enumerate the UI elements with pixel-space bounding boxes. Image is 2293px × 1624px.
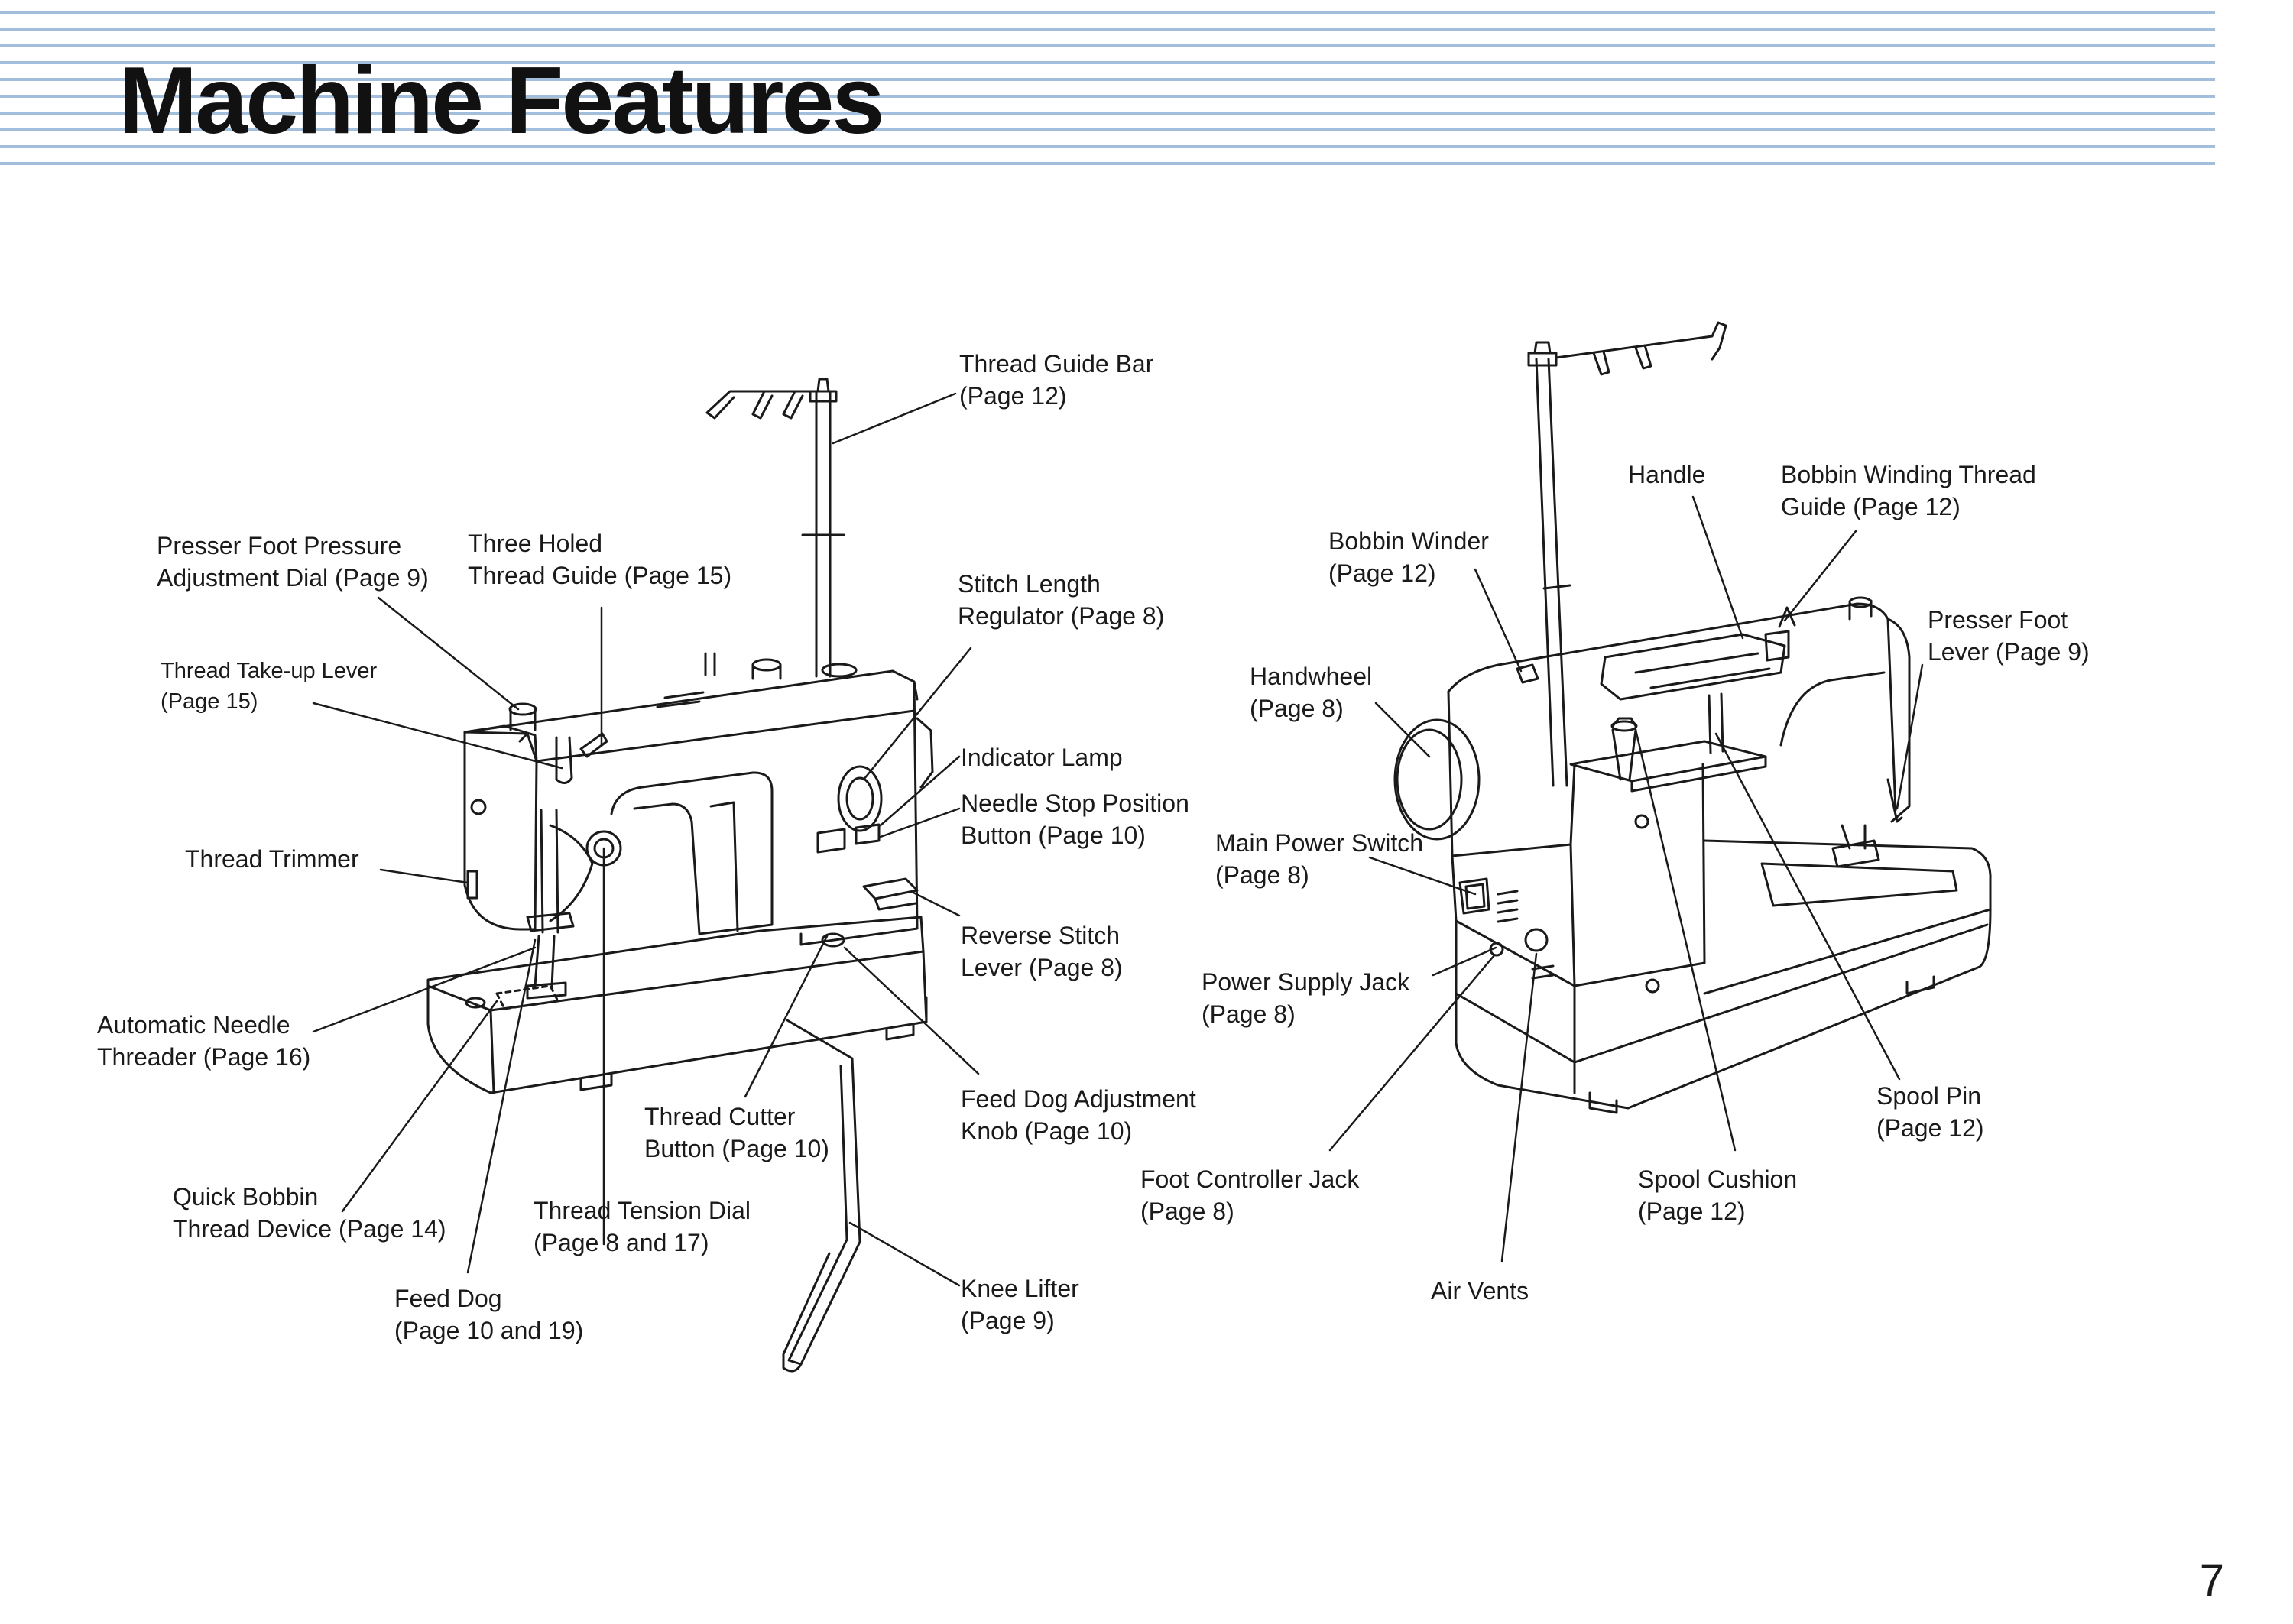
label-air-vents: Air Vents xyxy=(1431,1277,1529,1305)
header-stripe xyxy=(0,28,2215,31)
page-number: 7 xyxy=(2199,1556,2224,1606)
header-stripes xyxy=(0,11,2215,165)
label-thread-trimmer: Thread Trimmer xyxy=(185,845,359,873)
label-handwheel: Handwheel(Page 8) xyxy=(1250,663,1373,722)
leader-lines xyxy=(312,392,1924,1287)
front-machine-illustration xyxy=(426,378,934,1373)
label-spool-pin: Spool Pin(Page 12) xyxy=(1876,1082,1984,1142)
label-handle: Handle xyxy=(1628,461,1706,488)
label-power-supply-jack: Power Supply Jack(Page 8) xyxy=(1202,968,1410,1028)
label-main-power-switch: Main Power Switch(Page 8) xyxy=(1215,829,1424,889)
label-foot-controller-jack: Foot Controller Jack(Page 8) xyxy=(1140,1165,1360,1225)
label-bobbin-winder: Bobbin Winder(Page 12) xyxy=(1328,527,1489,587)
label-feed-dog: Feed Dog(Page 10 and 19) xyxy=(394,1285,584,1344)
label-thread-guide-bar: Thread Guide Bar(Page 12) xyxy=(959,350,1154,410)
header-stripe xyxy=(0,44,2215,47)
rear-machine-illustration xyxy=(1393,321,1992,1114)
header-stripe xyxy=(0,95,2215,98)
header-stripe xyxy=(0,112,2215,115)
label-thread-tension-dial: Thread Tension Dial(Page 8 and 17) xyxy=(534,1197,751,1256)
label-thread-take-up-lever: Thread Take-up Lever(Page 15) xyxy=(161,659,378,714)
label-spool-cushion: Spool Cushion(Page 12) xyxy=(1638,1165,1798,1225)
header-stripe xyxy=(0,61,2215,64)
page-title: Machine Features xyxy=(118,48,884,154)
header-stripe xyxy=(0,128,2215,131)
label-indicator-lamp: Indicator Lamp xyxy=(961,744,1123,771)
header-stripe xyxy=(0,145,2215,148)
header-stripe xyxy=(0,78,2215,81)
header-stripe xyxy=(0,11,2215,14)
label-knee-lifter: Knee Lifter(Page 9) xyxy=(961,1275,1079,1334)
header-stripe xyxy=(0,162,2215,165)
